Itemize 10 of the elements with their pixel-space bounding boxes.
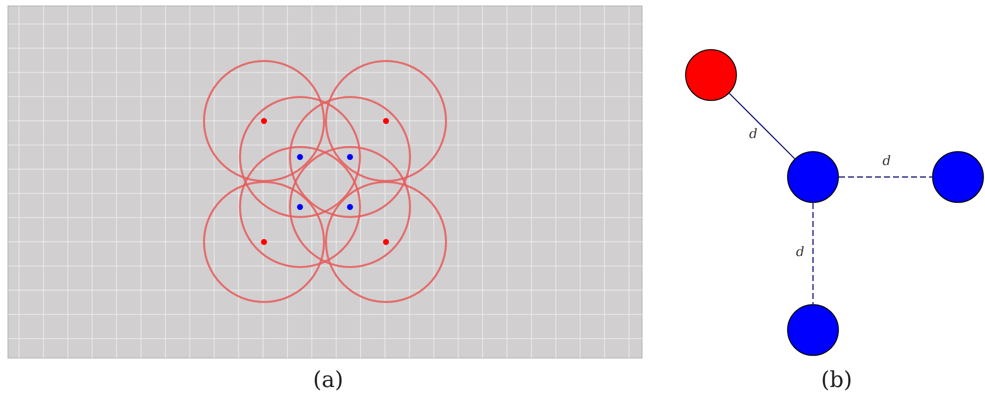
- graph-node-circle: [932, 151, 984, 203]
- panel-label: (a): [313, 368, 344, 393]
- connector-line: [839, 176, 932, 178]
- panel-label: (b): [821, 368, 852, 393]
- graph-node-circle: [787, 151, 839, 203]
- connector-line: [812, 203, 814, 304]
- graph-node-circle: [787, 304, 839, 356]
- connector-line: [728, 92, 796, 160]
- edge-label: d: [794, 246, 806, 260]
- graph-node-circle: [685, 49, 737, 101]
